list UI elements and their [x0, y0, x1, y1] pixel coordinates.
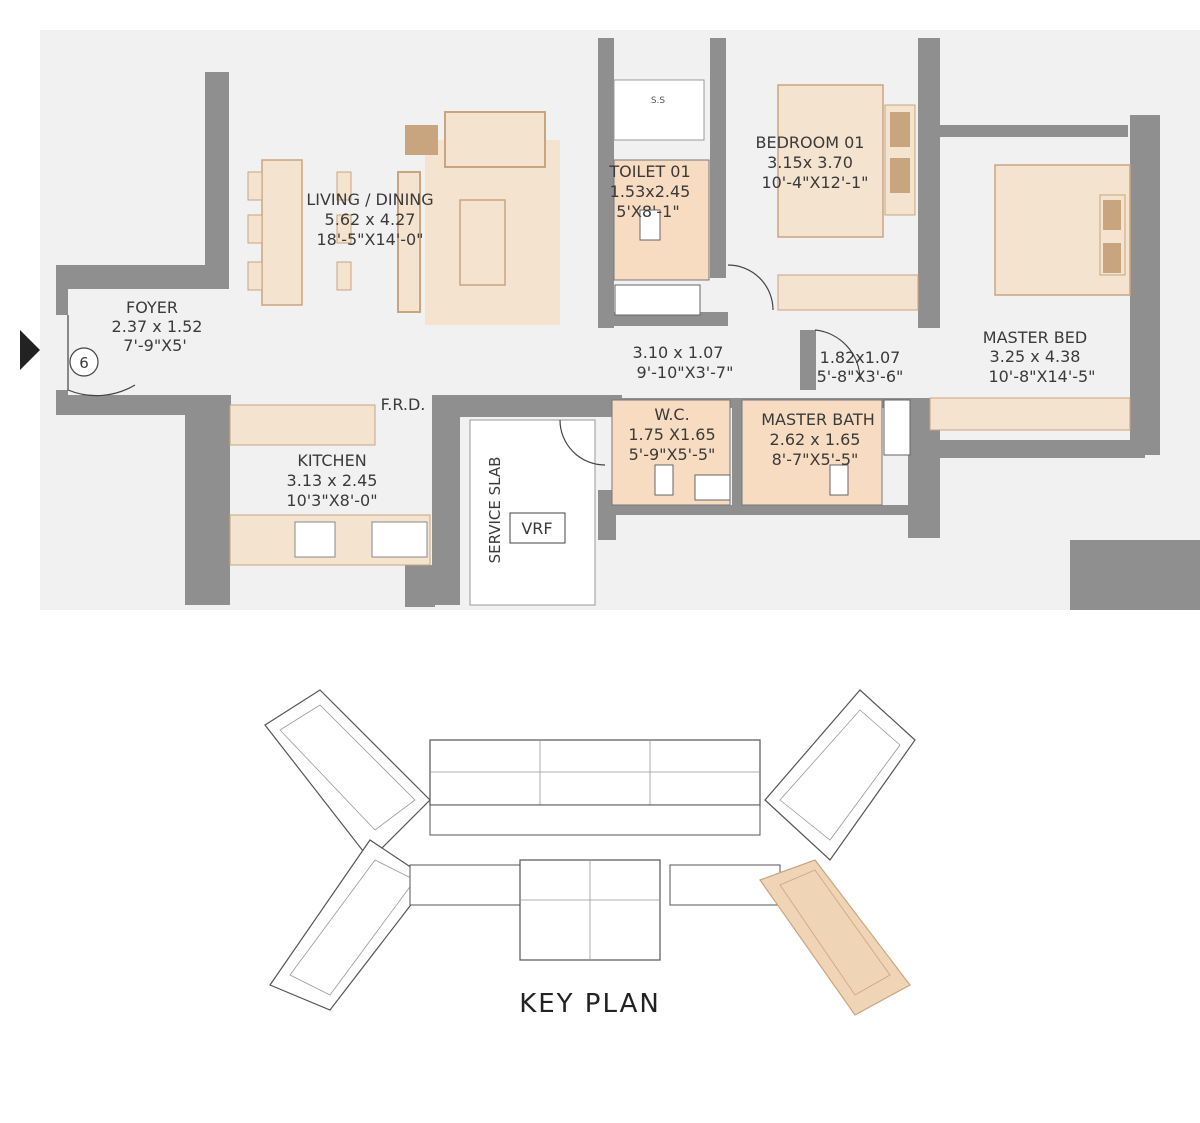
living-size-ft: 18'-5"X14'-0": [316, 230, 423, 249]
kitchen-size-m: 3.13 x 2.45: [287, 471, 378, 490]
wc-size-ft: 5'-9"X5'-5": [629, 445, 716, 464]
key-plan-drawing: [264, 689, 916, 1016]
toilet01-area: [613, 79, 710, 316]
service-slab-area: [469, 419, 596, 606]
kitchen-counters: [229, 404, 431, 566]
kitchen-size-ft: 10'3"X8'-0": [286, 491, 377, 510]
door-number: 6: [79, 354, 89, 372]
master-bath-size-m: 2.62 x 1.65: [770, 430, 861, 449]
living-name: LIVING / DINING: [306, 190, 433, 209]
toilet01-size-m: 1.53x2.45: [610, 182, 691, 201]
toilet01-name: TOILET 01: [608, 162, 690, 181]
wet-areas: [611, 399, 911, 506]
master-bed-name: MASTER BED: [983, 328, 1087, 347]
doors: [67, 264, 861, 466]
living-furniture: [247, 111, 560, 325]
passage1-size-ft: 9'-10"X3'-7": [637, 363, 734, 382]
walls: [56, 38, 1200, 610]
master-bath-size-ft: 8'-7"X5'-5": [772, 450, 859, 469]
wc-name: W.C.: [654, 405, 689, 424]
bedroom01-name: BEDROOM 01: [756, 133, 865, 152]
master-bed-furniture: [929, 164, 1131, 431]
passage1-size-m: 3.10 x 1.07: [633, 343, 724, 362]
bedroom01-furniture: [777, 84, 919, 311]
master-bed-size-ft: 10'-8"X14'-5": [988, 367, 1095, 386]
service-slab-label: SERVICE SLAB: [486, 457, 504, 564]
foyer-size-ft: 7'-9"X5': [123, 336, 186, 355]
bedroom01-size-m: 3.15x 3.70: [767, 153, 853, 172]
passage2-size-ft: 5'-8"X3'-6": [817, 367, 904, 386]
vrf-label: VRF: [521, 519, 552, 538]
passage2-size-m: 1.82x1.07: [820, 348, 901, 367]
foyer-size-m: 2.37 x 1.52: [112, 317, 203, 336]
living-size-m: 5.62 x 4.27: [325, 210, 416, 229]
toilet01-size-ft: 5'X8'-1": [616, 202, 679, 221]
door-number-badge: [69, 347, 99, 377]
entry-arrow-icon: [20, 330, 40, 370]
foyer-name: FOYER: [126, 298, 178, 317]
master-bed-size-m: 3.25 x 4.38: [990, 347, 1081, 366]
key-plan-title: KEY PLAN: [519, 989, 661, 1019]
frd-label: F.R.D.: [381, 395, 426, 414]
ss-label: S.S: [651, 96, 666, 106]
wc-size-m: 1.75 X1.65: [628, 425, 715, 444]
kitchen-name: KITCHEN: [297, 451, 366, 470]
bedroom01-size-ft: 10'-4"X12'-1": [761, 173, 868, 192]
master-bath-name: MASTER BATH: [761, 410, 874, 429]
